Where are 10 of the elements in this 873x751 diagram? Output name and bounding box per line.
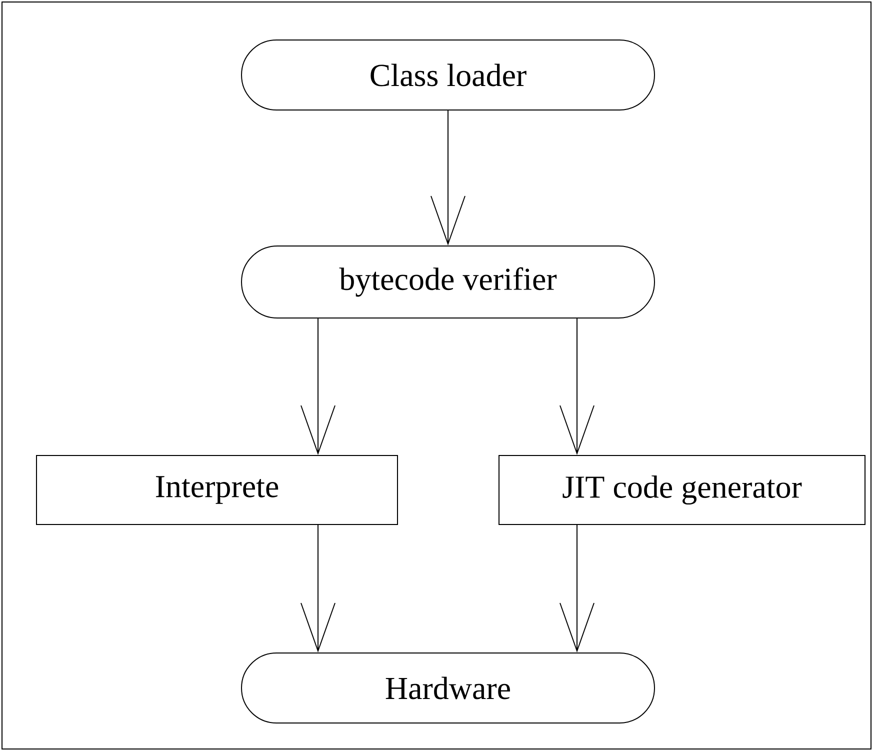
process-stadium: Class loader <box>241 40 655 110</box>
arrow <box>560 318 594 455</box>
process-stadium: bytecode verifier <box>241 246 655 318</box>
arrow <box>300 524 336 652</box>
arrow <box>560 524 594 652</box>
process-box: JIT code generator <box>498 455 866 525</box>
arrow <box>430 110 466 246</box>
process-stadium: Hardware <box>241 652 655 724</box>
process-box: Interprete <box>36 455 398 525</box>
arrow <box>300 318 336 455</box>
